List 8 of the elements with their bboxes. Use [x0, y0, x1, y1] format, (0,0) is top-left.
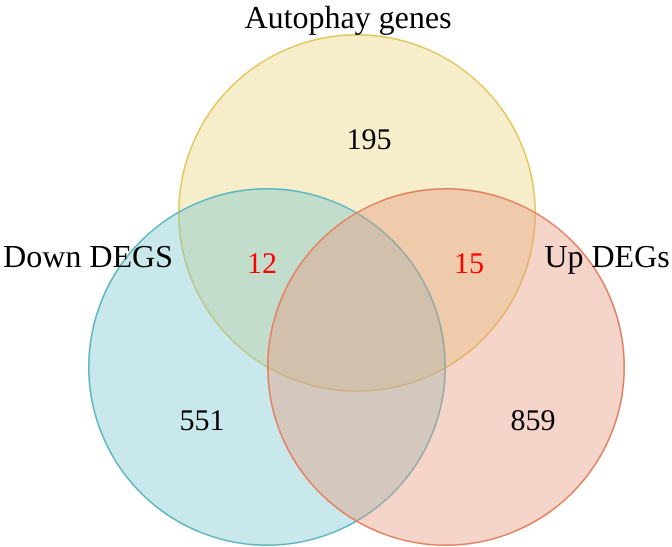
overlap-count: 15: [454, 249, 484, 279]
set-label: Up DEGs: [544, 240, 670, 272]
overlap-count: 12: [247, 249, 277, 279]
region-count: 859: [510, 406, 556, 436]
set-label: Down DEGS: [3, 240, 173, 272]
set-label: Autophay genes: [244, 1, 452, 33]
region-count: 551: [180, 406, 224, 436]
region-count: 195: [346, 125, 392, 155]
